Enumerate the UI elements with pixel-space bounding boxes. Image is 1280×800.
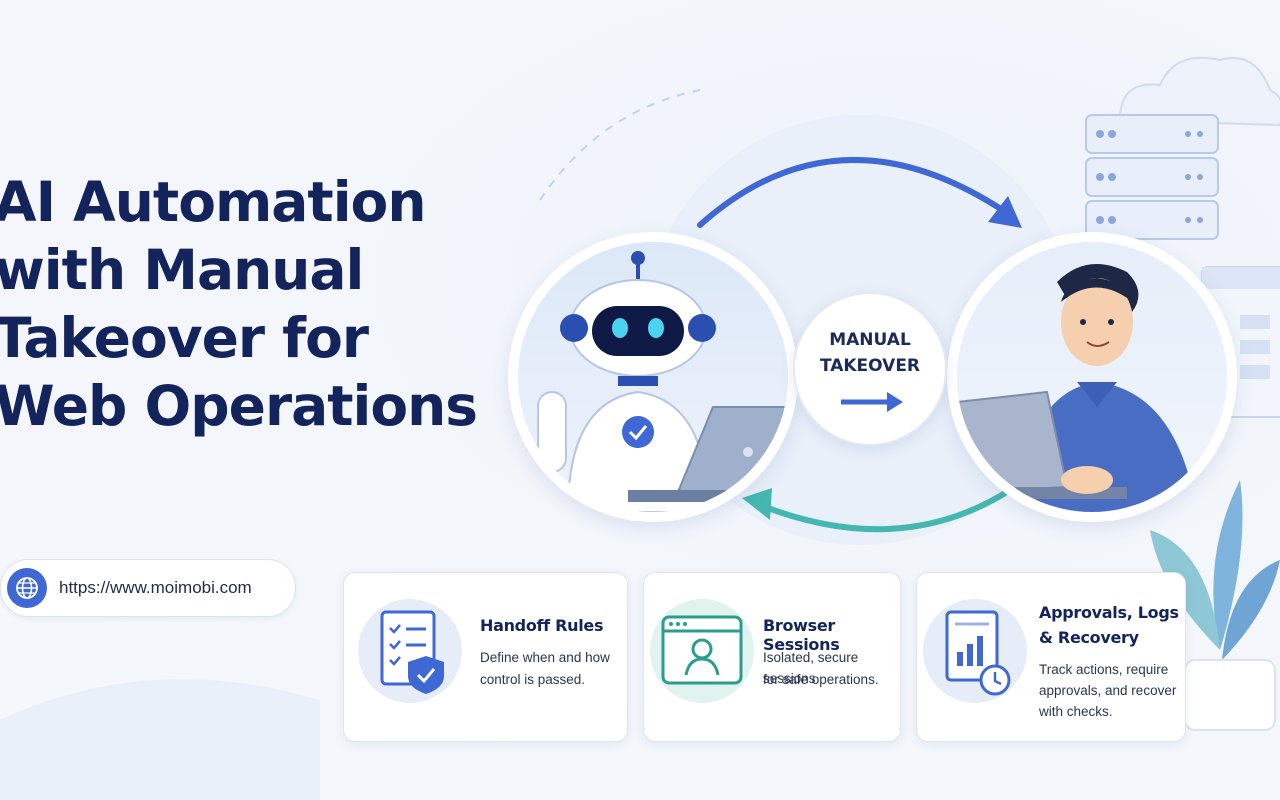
card-title-line-1: Approvals, Logs [1039, 603, 1179, 622]
website-url: https://www.moimobi.com [59, 578, 252, 597]
headline-line-1: AI Automation [0, 170, 427, 234]
report-clock-icon [923, 599, 1027, 703]
headline-line-2: with Manual [0, 238, 364, 302]
card-title-line-2: & Recovery [1039, 628, 1139, 647]
card-description-line-2: control is passed. [480, 672, 586, 687]
server-stack-icon [1085, 56, 1280, 240]
person-scene [947, 232, 1237, 522]
person-illustration [957, 264, 1197, 512]
card-handoff-rules: Handoff Rules Define when and how contro… [343, 572, 628, 742]
card-browser-sessions: Browser Sessions Isolated, secure sessio… [643, 572, 901, 742]
headline-line-3: Takeover for [0, 306, 369, 370]
globe-icon [7, 568, 47, 608]
card-description-line-2: for safe operations. [763, 672, 879, 687]
manual-takeover-badge: MANUAL TAKEOVER [793, 292, 947, 446]
card-description-line-1: Isolated, secure sessions [763, 650, 859, 686]
browser-user-icon [650, 599, 754, 703]
card-description-line-1: Define when and how [480, 650, 610, 665]
card-title: Handoff Rules [480, 616, 604, 635]
headline: AI Automation with Manual Takeover for W… [0, 168, 514, 440]
card-description-line-3: with checks. [1039, 704, 1113, 719]
arrow-right-icon [841, 392, 903, 412]
website-link[interactable]: https://www.moimobi.com [0, 559, 296, 617]
card-description-line-2: approvals, and recover [1039, 683, 1177, 698]
robot-illustration [537, 251, 788, 512]
card-title: Browser Sessions [763, 616, 840, 654]
card-description-line-1: Track actions, require [1039, 662, 1169, 677]
takeover-label-line-2: TAKEOVER [819, 356, 921, 376]
robot-scene [508, 232, 798, 522]
headline-line-4: Web Operations [0, 374, 478, 438]
card-approvals-logs-recovery: Approvals, Logs & Recovery Track actions… [916, 572, 1186, 742]
takeover-label-line-1: MANUAL [829, 330, 911, 350]
checklist-shield-icon [358, 599, 462, 703]
